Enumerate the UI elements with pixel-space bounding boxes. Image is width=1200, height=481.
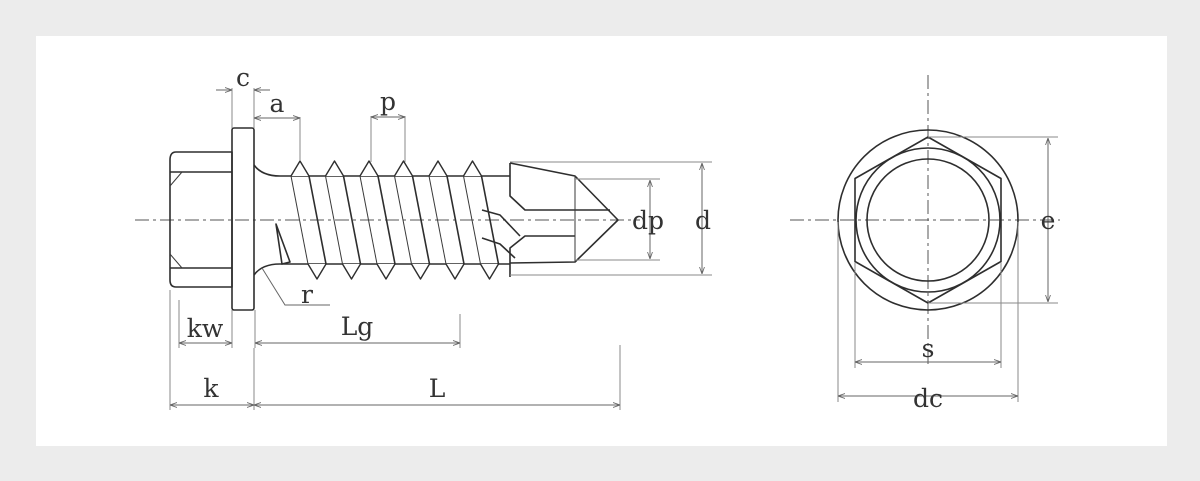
- neck: [253, 164, 298, 276]
- drawing-panel: [36, 36, 1167, 446]
- label-s: s: [922, 334, 935, 363]
- thread-crest-bottom: [341, 263, 362, 280]
- label-e: e: [1041, 206, 1056, 235]
- thread-crest-bottom: [410, 263, 431, 280]
- thread-crest-top: [324, 160, 345, 177]
- washer-outline: [837, 129, 1019, 311]
- thread-flank: [446, 175, 465, 265]
- dim-kw: kw: [178, 300, 233, 348]
- thread-flank: [428, 175, 447, 265]
- dim-dc: dc: [837, 222, 1019, 413]
- label-c: c: [236, 63, 250, 92]
- thread-crest-top: [359, 160, 379, 177]
- thread-crests: [290, 160, 500, 280]
- label-r: r: [301, 280, 313, 309]
- thread-flank: [290, 175, 309, 265]
- label-kw: kw: [187, 314, 224, 343]
- thread-flank: [463, 175, 481, 265]
- end-view: e s dc: [790, 75, 1060, 413]
- thread-crest-bottom: [479, 263, 500, 280]
- thread-crest-top: [428, 160, 448, 177]
- dim-r: r: [261, 267, 330, 309]
- thread-flank: [308, 175, 327, 265]
- thread-flank: [411, 175, 431, 265]
- label-d: d: [695, 206, 711, 235]
- hex-head: [169, 151, 233, 288]
- dim-d: d: [510, 161, 712, 276]
- dim-p: p: [370, 87, 406, 162]
- dim-c: c: [216, 63, 270, 128]
- label-dc: dc: [913, 384, 943, 413]
- label-a: a: [270, 89, 285, 118]
- thread-flank: [480, 175, 500, 265]
- dim-dp: dp: [575, 178, 664, 261]
- thread-crest-top: [393, 160, 414, 177]
- label-l: L: [429, 374, 446, 403]
- thread-crest-top: [462, 160, 483, 177]
- dim-e: e: [928, 136, 1058, 304]
- label-lg: Lg: [341, 312, 374, 341]
- label-k: k: [203, 374, 219, 403]
- thread-flank: [325, 175, 343, 265]
- drill-point: [275, 162, 619, 277]
- hex-chamfer-circle: [855, 147, 1001, 293]
- thread-flank: [342, 175, 362, 265]
- washer-flange: [231, 127, 255, 311]
- dim-a: a: [254, 89, 301, 160]
- thread-crest-bottom: [376, 263, 396, 280]
- dim-lg: Lg: [254, 310, 461, 348]
- label-p: p: [380, 87, 396, 116]
- thread-crest-top: [290, 160, 310, 177]
- thread-flank: [377, 175, 396, 265]
- side-view: c a p dp d: [135, 63, 712, 410]
- thread-crest-bottom: [307, 263, 327, 280]
- dim-k: k: [169, 290, 255, 410]
- thread-flank: [359, 175, 378, 265]
- thread-crest-bottom: [445, 263, 465, 280]
- dim-l: L: [254, 345, 621, 410]
- inner-circle: [866, 158, 990, 282]
- thread-flank: [394, 175, 412, 265]
- label-dp: dp: [632, 206, 664, 235]
- dim-s: s: [854, 262, 1002, 368]
